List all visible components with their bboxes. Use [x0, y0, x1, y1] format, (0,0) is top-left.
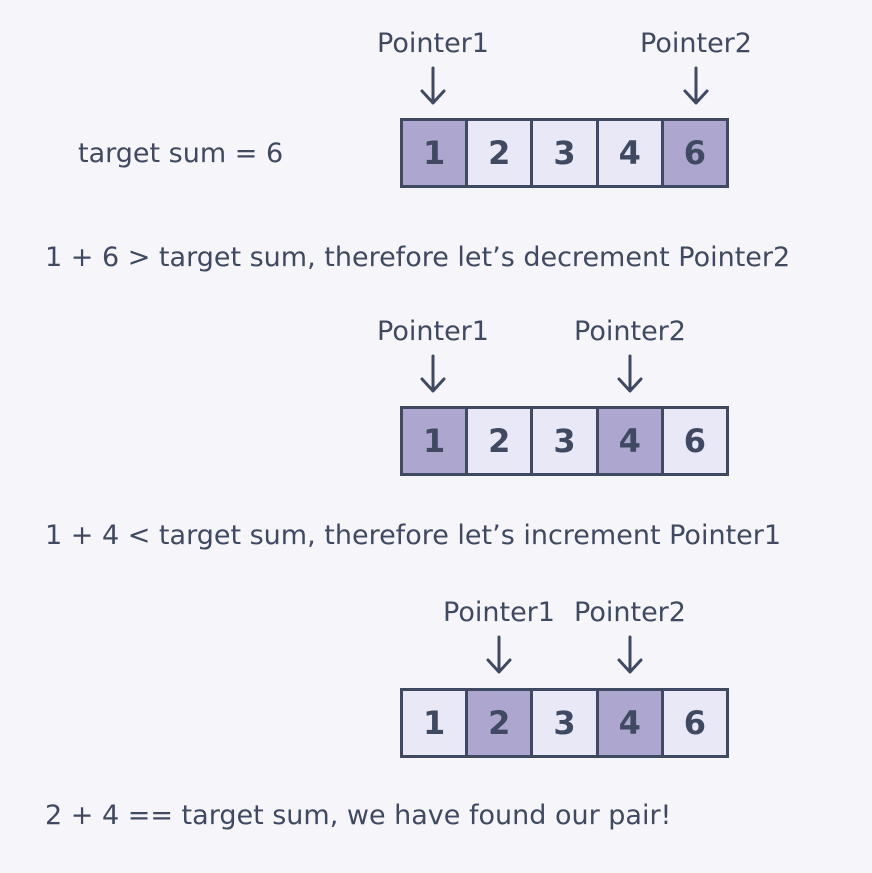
down-arrow-icon [420, 66, 446, 105]
array-cell: 6 [663, 121, 727, 185]
target-sum-label: target sum = 6 [78, 138, 284, 169]
step-3-caption: 2 + 4 == target sum, we have found our p… [45, 800, 672, 831]
pointer2-marker: Pointer2 [560, 316, 700, 396]
array-step-1: 1 2 3 4 6 [400, 118, 729, 188]
array-cell: 6 [663, 409, 727, 473]
array-cell: 1 [403, 121, 466, 185]
pointer2-marker: Pointer2 [626, 28, 766, 108]
array-cell: 4 [598, 121, 661, 185]
down-arrow-icon [617, 635, 643, 674]
pointer2-label: Pointer2 [574, 316, 686, 347]
array-cell: 2 [468, 691, 531, 755]
array-cell: 1 [403, 691, 466, 755]
step-2-caption: 1 + 4 < target sum, therefore let’s incr… [45, 520, 782, 551]
pointer2-marker: Pointer2 [560, 597, 700, 677]
down-arrow-icon [420, 354, 446, 393]
array-cell: 1 [403, 409, 466, 473]
array-cell: 3 [533, 121, 596, 185]
pointer1-marker: Pointer1 [363, 316, 503, 396]
pointer1-marker: Pointer1 [363, 28, 503, 108]
array-cell: 2 [468, 121, 531, 185]
down-arrow-icon [617, 354, 643, 393]
array-cell: 2 [468, 409, 531, 473]
array-cell: 3 [533, 691, 596, 755]
array-step-3: 1 2 3 4 6 [400, 688, 729, 758]
down-arrow-icon [486, 635, 512, 674]
pointer1-marker: Pointer1 [429, 597, 569, 677]
array-step-2: 1 2 3 4 6 [400, 406, 729, 476]
pointer1-label: Pointer1 [377, 28, 489, 59]
pointer2-label: Pointer2 [574, 597, 686, 628]
down-arrow-icon [683, 66, 709, 105]
array-cell: 4 [598, 691, 661, 755]
array-cell: 6 [663, 691, 727, 755]
array-cell: 4 [598, 409, 661, 473]
array-cell: 3 [533, 409, 596, 473]
pointer1-label: Pointer1 [443, 597, 555, 628]
pointer1-label: Pointer1 [377, 316, 489, 347]
pointer2-label: Pointer2 [640, 28, 752, 59]
step-1-caption: 1 + 6 > target sum, therefore let’s decr… [45, 242, 791, 273]
